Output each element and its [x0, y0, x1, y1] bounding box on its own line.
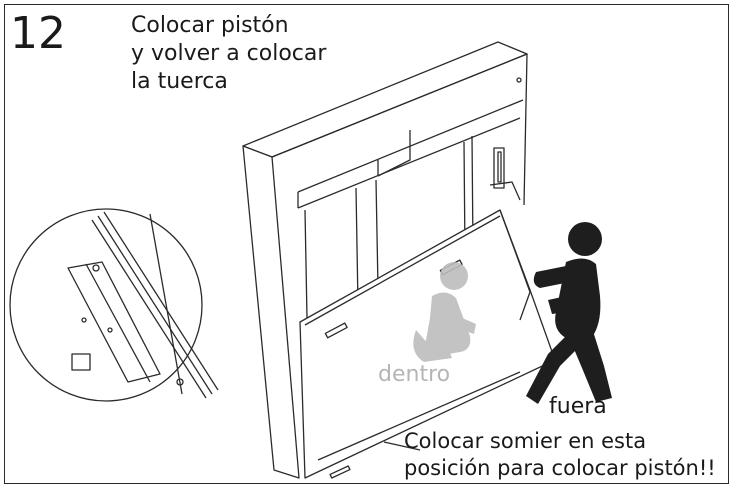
inside-label: dentro	[378, 362, 451, 387]
pointer-line	[383, 441, 421, 451]
cabinet	[242, 41, 528, 479]
note-line: posición para colocar pistón!!	[404, 456, 716, 480]
position-note: Colocar somier en esta posición para col…	[404, 428, 716, 482]
piston-bracket	[489, 77, 522, 201]
instruction-text: Colocar pistón y volver a colocar la tue…	[131, 12, 326, 96]
person-outside-figure	[526, 222, 612, 404]
step-number: 12	[10, 8, 66, 59]
outside-label: fuera	[549, 394, 607, 419]
instruction-line: Colocar pistón	[131, 13, 289, 38]
note-line: Colocar somier en esta	[404, 429, 647, 453]
detail-magnifier	[9, 208, 219, 402]
instruction-line: la tuerca	[131, 69, 228, 94]
person-inside-figure	[413, 262, 476, 362]
instruction-line: y volver a colocar	[131, 41, 327, 66]
